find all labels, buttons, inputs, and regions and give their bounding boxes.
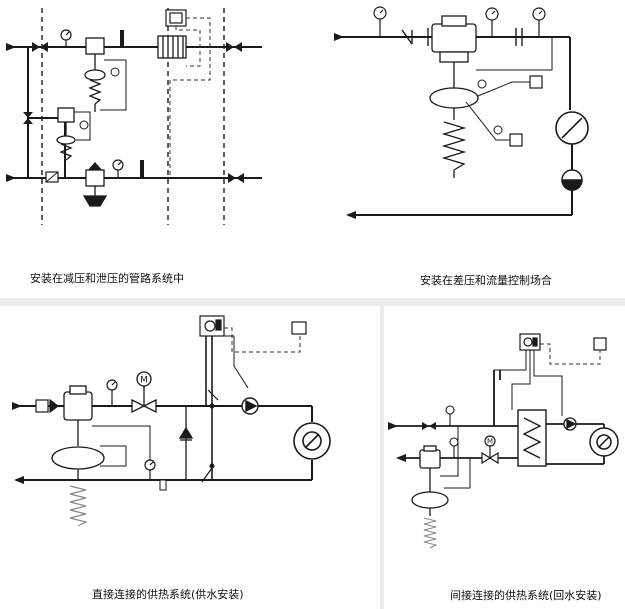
impulse-line: [476, 37, 553, 71]
control-valve-lower: [82, 169, 108, 207]
heat-consumer: [293, 422, 331, 460]
impulse-line-2: [444, 458, 471, 489]
motor-label: M: [487, 438, 493, 446]
gate-valve-bypass: [23, 112, 33, 124]
signal-line-high: [477, 81, 530, 97]
gate-valve-lower-right: [228, 173, 244, 183]
pressure-gauge-top-left: [373, 6, 387, 37]
gate-valve-upper-right: [226, 42, 242, 52]
black-marker-lower: [140, 160, 144, 178]
flow-arrow-lower: [6, 174, 16, 182]
flow-arrow-return: [346, 211, 356, 219]
instrument-box: [165, 9, 187, 27]
control-wires-3: [511, 350, 531, 410]
gate-valve-upper-left: [32, 42, 48, 52]
diagram-direct-heating: M: [12, 315, 331, 527]
pressure-gauge-supply: [106, 379, 118, 406]
signal-line-middle: [74, 111, 91, 141]
control-valve-middle: [56, 107, 76, 161]
valve-spring: [69, 485, 88, 527]
dashed-signal-2: [175, 26, 201, 67]
flow-arrow-supply: [388, 422, 398, 430]
circulation-pump: [241, 397, 259, 415]
transmitter-low: [509, 133, 523, 147]
pressure-gauge-top-right: [532, 7, 546, 37]
heat-consumer: [561, 169, 583, 191]
signal-line-upper: [100, 59, 127, 111]
flow-arrow-return: [14, 476, 24, 484]
diagram-pressure-reducing: [6, 8, 262, 225]
caption-panel-4: 间接连接的供热系统(回水安装): [450, 589, 602, 602]
sensor-small-1: [477, 79, 487, 89]
transmitter-high: [529, 75, 543, 89]
pressure-gauge-lower: [112, 159, 124, 178]
flow-arrow-supply: [12, 402, 22, 410]
controller-box: [199, 315, 225, 337]
flow-arrow-upper: [6, 43, 16, 51]
check-valve-vertical: [178, 406, 194, 480]
control-wires-2: [533, 350, 563, 416]
sensor-upper: [110, 67, 120, 77]
inlet-valve: [35, 398, 59, 414]
panel-indirect-heating: M 间接连接的供热系统(回水安装): [384, 306, 625, 609]
control-valve-main: [429, 15, 479, 178]
control-valve-upper: [84, 37, 106, 112]
impulse-line-2: [100, 445, 127, 467]
inlet-valve: [422, 422, 436, 430]
heat-exchanger: [517, 409, 547, 467]
panel-differential-pressure: 安装在差压和流量控制场合: [300, 0, 625, 298]
flow-arrow-supply: [334, 33, 344, 41]
lower-valve-top: [88, 162, 102, 170]
circulation-pump: [563, 417, 577, 431]
riser-check-1: [207, 389, 219, 401]
caption-panel-1: 安装在减压和泄压的管路系统中: [30, 272, 184, 285]
panel-pressure-reducing: 安装在减压和泄压的管路系统中: [0, 0, 300, 298]
riser-check-2: [201, 467, 213, 483]
diagram-differential-pressure: [334, 6, 589, 219]
flow-meter: [555, 111, 589, 145]
sensor-small-2: [493, 125, 503, 135]
check-valve: [401, 29, 413, 45]
impulse-line: [440, 426, 459, 477]
motorized-valve: [131, 371, 157, 414]
junction-dot-2: [209, 463, 215, 469]
panel-direct-heating: M 直接连接的供热系统(供水安装): [0, 306, 380, 609]
signal-line-low: [465, 101, 510, 141]
controller-box: [519, 333, 541, 351]
dashed-signal: [540, 343, 601, 365]
outdoor-sensor: [593, 337, 607, 351]
separator-horizontal: [0, 298, 625, 306]
dashed-signal-1: [169, 17, 211, 178]
control-wires: [494, 350, 527, 371]
flow-arrow-return: [396, 454, 406, 462]
pressure-gauge-upper: [60, 29, 72, 47]
control-valve-main: [51, 385, 105, 480]
outdoor-sensor: [291, 321, 307, 335]
pressure-gauge-supply: [445, 405, 455, 426]
motor-label: M: [140, 376, 148, 386]
motorized-valve: [481, 435, 499, 465]
pressure-gauge-return: [144, 459, 156, 480]
separator-vertical-bottom: [380, 306, 384, 609]
black-marker-upper: [120, 30, 124, 47]
caption-panel-2: 安装在差压和流量控制场合: [420, 274, 552, 287]
valve-spring: [423, 517, 438, 549]
diagram-indirect-heating: M: [388, 333, 619, 549]
heat-consumer: [589, 427, 619, 457]
caption-panel-3: 直接连接的供热系统(供水安装): [92, 588, 244, 601]
sensor-middle: [79, 120, 89, 130]
pressure-gauge-top-middle: [485, 7, 499, 37]
pressure-gauge-return: [449, 437, 459, 458]
filter-block: [157, 35, 187, 59]
signal-to-pump: [224, 335, 249, 389]
junction-dot-1: [209, 403, 215, 409]
drain-cup: [159, 479, 167, 491]
control-valve-main: [411, 445, 449, 516]
dashed-signal-to-box: [224, 327, 301, 353]
